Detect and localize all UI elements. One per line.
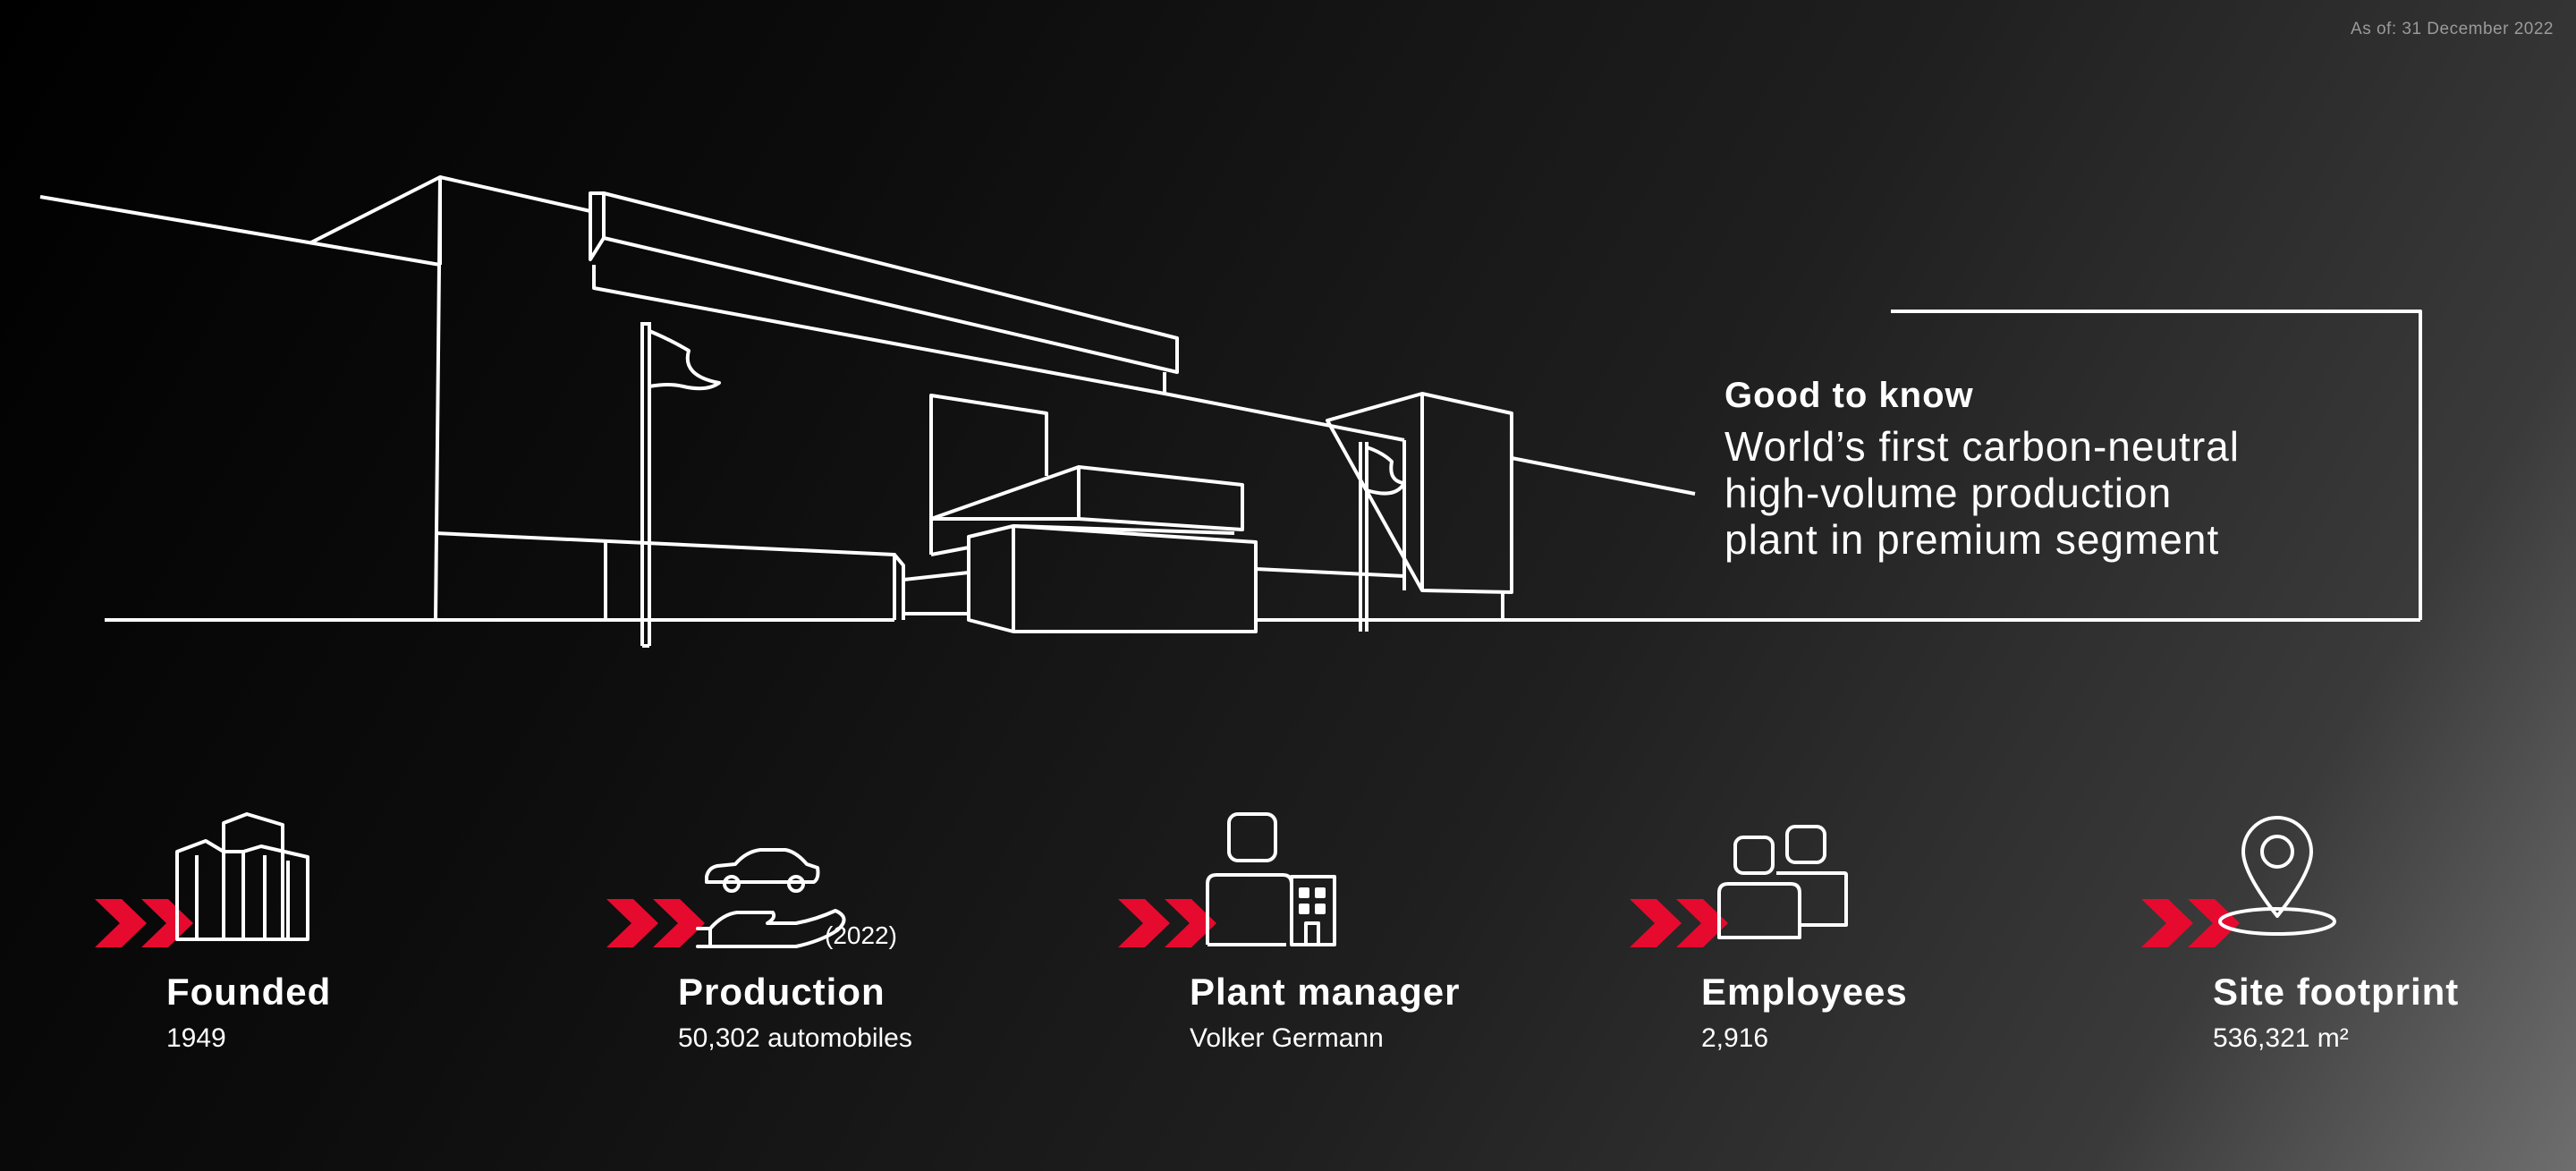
chevron-arrows-icon bbox=[1630, 899, 1728, 947]
fact-value: 1949 bbox=[166, 1023, 226, 1053]
chevron-arrows-icon bbox=[606, 899, 705, 947]
chevron-arrows-icon bbox=[2141, 899, 2240, 947]
fact-label: Site footprint bbox=[2213, 971, 2460, 1013]
car-on-hand-icon bbox=[606, 848, 846, 948]
fact-label: Founded bbox=[166, 971, 332, 1013]
good-to-know-text: World’s first carbon-neutral high-volume… bbox=[1724, 423, 2404, 563]
fact-value: 2,916 bbox=[1701, 1023, 1769, 1053]
fact-employees: Employees 2,916 bbox=[1630, 805, 1987, 1073]
buildings-icon bbox=[95, 812, 309, 947]
fact-value: Volker Germann bbox=[1190, 1023, 1384, 1053]
good-to-know-line: World’s first carbon-neutral bbox=[1724, 423, 2240, 470]
fact-production: Production 50,302 automobiles bbox=[606, 805, 964, 1073]
fact-value: 536,321 m² bbox=[2213, 1023, 2349, 1053]
fact-label: Plant manager bbox=[1190, 971, 1461, 1013]
plant-building-illustration bbox=[0, 0, 2576, 680]
fact-label: Employees bbox=[1701, 971, 1908, 1013]
fact-value: 50,302 automobiles bbox=[678, 1023, 912, 1053]
fact-site-footprint: Site footprint 536,321 m² bbox=[2141, 805, 2499, 1073]
chevron-arrows-icon bbox=[1118, 899, 1216, 947]
people-icon bbox=[1630, 825, 1848, 947]
good-to-know-line: plant in premium segment bbox=[1724, 516, 2220, 563]
chevron-arrows-icon bbox=[95, 899, 193, 947]
manager-building-icon bbox=[1118, 812, 1336, 947]
good-to-know-title: Good to know bbox=[1724, 376, 1974, 415]
location-pin-icon bbox=[2141, 816, 2336, 947]
fact-label: Production bbox=[678, 971, 886, 1013]
fact-founded: Founded 1949 bbox=[95, 805, 453, 1073]
good-to-know-line: high-volume production bbox=[1724, 470, 2173, 516]
good-to-know-box: Good to know World’s first carbon-neutra… bbox=[1724, 376, 2404, 563]
fact-plant-manager: Plant manager Volker Germann bbox=[1118, 805, 1476, 1073]
as-of-date: As of: 31 December 2022 bbox=[2351, 20, 2554, 38]
production-year-note: (2022) bbox=[825, 921, 897, 949]
